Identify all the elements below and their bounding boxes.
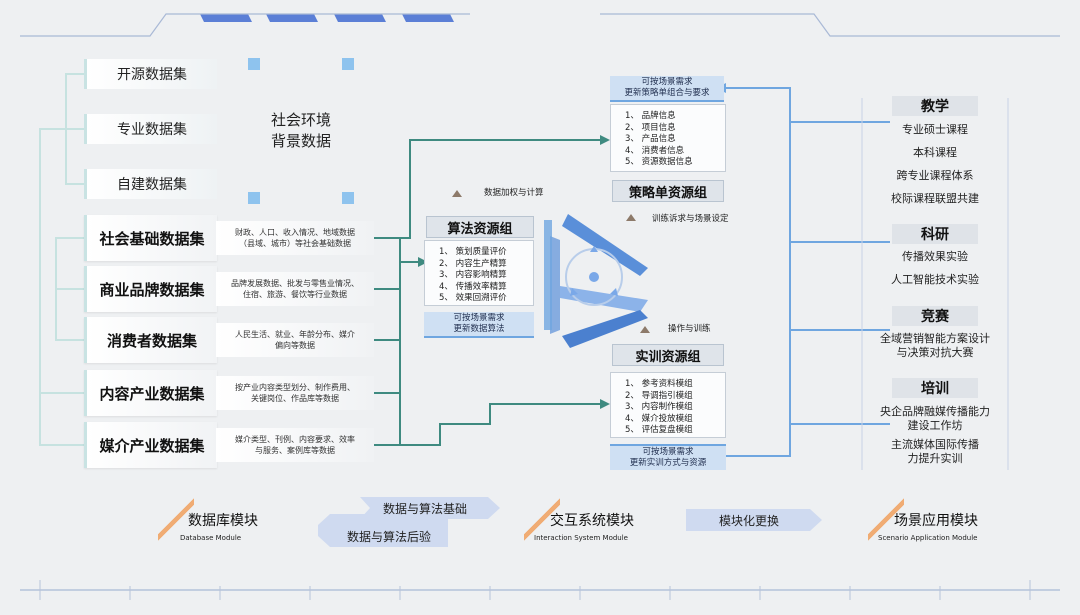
dataset-social-basic-desc: 财政、人口、收入情况、地域数据（县域、城市）等社会基础数据 [216, 221, 374, 255]
arrow-data-algo-basis: 数据与算法基础 [382, 501, 467, 516]
app-competition-title: 竞赛 [892, 306, 978, 326]
strategy-group-title: 策略单资源组 [612, 180, 724, 202]
app-training-item: 建设工作坊 [907, 419, 963, 432]
dataset-media-industry-desc: 媒介类型、刊例、内容要求、效率与服务、案例库等数据 [216, 428, 374, 462]
dataset-content-industry-desc: 按产业内容类型划分、制作费用、关键岗位、作品库等数据 [216, 376, 374, 410]
label-operation-training: 操作与训练 [668, 324, 711, 334]
arrow-modular-swap: 模块化更换 [718, 513, 779, 528]
app-competition-item: 全域营销智能方案设计 [880, 332, 990, 345]
app-teaching-item: 校际课程联盟共建 [891, 192, 979, 205]
top-decoration [200, 14, 454, 22]
arrow-bands [318, 497, 822, 547]
self-built-dataset: 自建数据集 [84, 169, 217, 199]
training-group-title: 实训资源组 [612, 344, 724, 366]
app-research-item: 人工智能技术实验 [891, 273, 979, 286]
open-dataset: 开源数据集 [84, 59, 217, 89]
app-teaching-item: 本科课程 [913, 146, 957, 159]
app-teaching-title: 教学 [892, 96, 978, 116]
app-teaching-item: 跨专业课程体系 [896, 169, 974, 182]
scenario-application-module: 场景应用模块 Scenario Application Module [862, 494, 1012, 548]
database-module: 数据库模块 Database Module [152, 494, 302, 548]
app-training-item: 力提升实训 [907, 452, 963, 465]
app-training-title: 培训 [892, 378, 978, 398]
warning-triangle-icon [626, 214, 636, 221]
dataset-content-industry: 内容产业数据集 [84, 370, 217, 416]
interaction-system-module: 交互系统模块 Interaction System Module [518, 494, 668, 548]
professional-dataset: 专业数据集 [84, 114, 217, 144]
training-update-note: 可按场景需求更新实训方式与资源 [610, 444, 726, 470]
frame-lines [20, 13, 1060, 591]
warning-triangle-icon [640, 326, 650, 333]
dataset-media-industry: 媒介产业数据集 [84, 422, 217, 468]
bottom-ticks [39, 580, 1031, 600]
app-training-item: 央企品牌融媒传播能力 [880, 405, 990, 418]
social-box-line2: 背景数据 [270, 132, 331, 150]
dataset-consumer: 消费者数据集 [84, 317, 217, 363]
app-teaching-item: 专业硕士课程 [902, 123, 968, 136]
dataset-social-basic: 社会基础数据集 [84, 215, 217, 261]
arrow-data-algo-verify: 数据与算法后验 [346, 529, 431, 544]
app-training-item: 主流媒体国际传播 [891, 438, 979, 451]
app-research-title: 科研 [892, 224, 978, 244]
dataset-commercial-brand-desc: 品牌发展数据、批发与零售业情况、住宿、旅游、餐饮等行业数据 [216, 272, 374, 306]
dataset-consumer-desc: 人民生活、就业、年龄分布、媒介偏向等数据 [216, 323, 374, 357]
algorithm-update-note: 可按场景需求更新数据算法 [424, 312, 534, 338]
strategy-update-note: 可按场景需求更新策略单组合与要求 [610, 76, 724, 102]
app-competition-item: 与决策对抗大赛 [896, 346, 974, 359]
label-data-weighting: 数据加权与计算 [484, 188, 544, 198]
dataset-commercial-brand: 商业品牌数据集 [84, 266, 217, 312]
social-box-line1: 社会环境 [270, 111, 331, 129]
label-training-demand: 训练诉求与场景设定 [652, 214, 729, 224]
algorithm-group-title: 算法资源组 [426, 216, 534, 238]
interaction-core [550, 214, 648, 348]
social-environment-box: 社会环境 背景数据 [248, 58, 354, 204]
warning-triangle-icon [452, 190, 462, 197]
app-research-item: 传播效果实验 [902, 250, 968, 263]
